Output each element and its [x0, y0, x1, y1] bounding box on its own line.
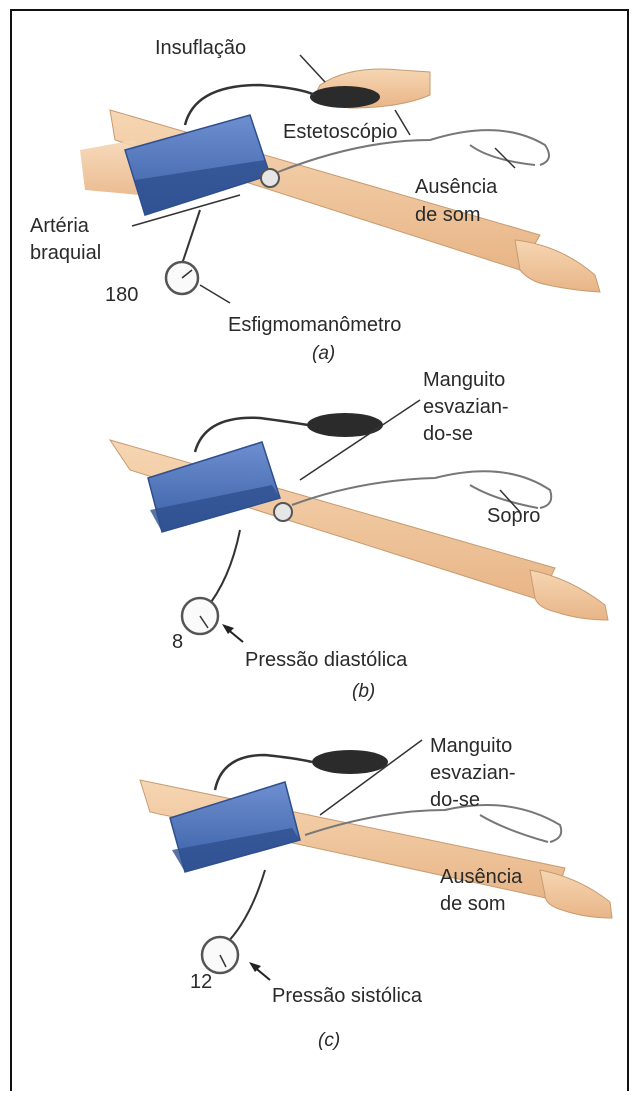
arrow-b [222, 624, 243, 642]
hand-b [530, 570, 608, 620]
panel-c: Manguito esvazian- do-se Ausência de som… [140, 735, 612, 1051]
label-pressao-diastolica: Pressão diastólica [245, 649, 408, 671]
gauge-value-c: 12 [190, 971, 212, 993]
gauge-value-b: 8 [172, 631, 183, 653]
caption-b: (b) [352, 681, 375, 702]
gauge-b [182, 598, 218, 634]
label-ausencia-c-2: de som [440, 893, 506, 915]
gauge-a [166, 262, 198, 294]
gauge-c [202, 937, 238, 973]
stethoscope-bell-a [261, 169, 279, 187]
gauge-value-a: 180 [105, 284, 138, 306]
pump-bulb-b [307, 413, 383, 437]
label-pressao-sistolica: Pressão sistólica [272, 985, 423, 1007]
label-manguito-b-2: esvazian- [423, 396, 509, 418]
pump-bulb-a [310, 86, 380, 108]
caption-a: (a) [312, 343, 335, 364]
label-manguito-c-3: do-se [430, 789, 480, 811]
panel-b: Manguito esvazian- do-se Sopro 8 Pressão… [110, 369, 608, 702]
label-manguito-b-1: Manguito [423, 369, 505, 391]
pump-bulb-c [312, 750, 388, 774]
arrow-c [249, 962, 270, 980]
label-manguito-b-3: do-se [423, 423, 473, 445]
label-insuflacao: Insuflação [155, 37, 246, 59]
caption-c: (c) [318, 1030, 340, 1051]
label-arteria-1: Artéria [30, 215, 90, 237]
label-manguito-c-1: Manguito [430, 735, 512, 757]
label-ausencia-c-1: Ausência [440, 866, 523, 888]
stethoscope-bell-b [274, 503, 292, 521]
panel-a: Insuflação Estetoscópio Ausência de som … [30, 37, 600, 364]
label-ausencia-a-1: Ausência [415, 176, 498, 198]
label-sopro: Sopro [487, 505, 540, 527]
label-estetoscopio: Estetoscópio [283, 121, 398, 143]
cuff-b [148, 442, 280, 532]
label-esfigmomanometro: Esfigmomanômetro [228, 314, 401, 336]
hand-a [515, 240, 600, 292]
hand-c [540, 870, 612, 918]
label-ausencia-a-2: de som [415, 204, 481, 226]
label-manguito-c-2: esvazian- [430, 762, 516, 784]
label-arteria-2: braquial [30, 242, 101, 264]
